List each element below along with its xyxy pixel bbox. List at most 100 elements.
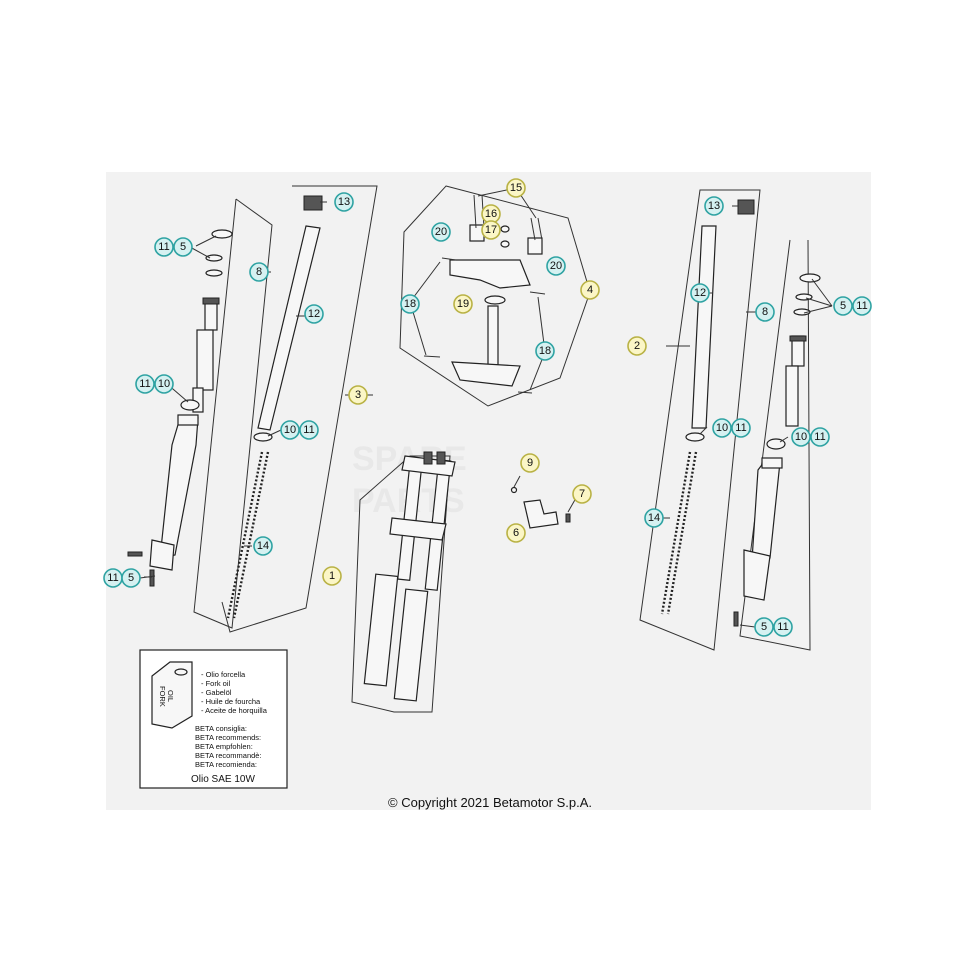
copyright-notice: © Copyright 2021 Betamotor S.p.A.: [388, 795, 592, 810]
callout-12-right: 12: [690, 283, 710, 303]
callout-20-left: 20: [431, 222, 451, 242]
legend-recommend-5: BETA recomienda:: [195, 760, 257, 769]
legend-line-1: - Olio forcella: [201, 670, 246, 679]
svg-text:11: 11: [139, 378, 150, 390]
legend-line-2: - Fork oil: [201, 679, 231, 688]
left-fork-assembly: [127, 185, 378, 633]
svg-text:8: 8: [762, 306, 768, 318]
callout-10-left-tube: 10: [280, 420, 300, 440]
svg-text:11: 11: [735, 422, 746, 434]
callout-5-right-bottom: 5: [754, 617, 774, 637]
callout-7: 7: [572, 484, 592, 504]
svg-text:11: 11: [777, 621, 788, 633]
callout-15: 15: [506, 178, 526, 198]
svg-text:2: 2: [634, 340, 640, 352]
callout-6: 6: [506, 523, 526, 543]
group-2-bracket: [639, 189, 761, 651]
svg-text:OIL: OIL: [166, 690, 175, 702]
svg-text:5: 5: [840, 300, 846, 312]
svg-text:12: 12: [694, 287, 706, 299]
callout-11-left-top: 11: [154, 237, 174, 257]
svg-text:7: 7: [579, 488, 585, 500]
svg-text:3: 3: [355, 389, 361, 401]
legend-recommend-3: BETA empfohlen:: [195, 742, 253, 751]
svg-text:13: 13: [708, 200, 720, 212]
svg-text:20: 20: [435, 226, 447, 238]
left-inner-bracket: [193, 198, 273, 629]
svg-text:20: 20: [550, 260, 562, 272]
svg-text:4: 4: [587, 284, 593, 296]
callout-2: 2: [627, 336, 647, 356]
callout-11-left-mid: 11: [135, 374, 155, 394]
svg-text:5: 5: [761, 621, 767, 633]
svg-text:19: 19: [457, 298, 469, 310]
svg-text:12: 12: [308, 308, 320, 320]
svg-text:FORK: FORK: [158, 686, 167, 707]
callout-10-right-tube: 10: [712, 418, 732, 438]
callout-19: 19: [453, 294, 473, 314]
callout-11-left-tube: 11: [299, 420, 319, 440]
legend-line-4: - Huile de fourcha: [201, 697, 261, 706]
svg-text:18: 18: [404, 298, 416, 310]
svg-text:11: 11: [814, 431, 825, 443]
callout-4: 4: [580, 280, 600, 300]
legend-line-5: - Aceite de horquilla: [201, 706, 268, 715]
svg-text:13: 13: [338, 196, 350, 208]
callout-5-right-top: 5: [833, 296, 853, 316]
callout-18-left: 18: [400, 294, 420, 314]
callout-12-left: 12: [304, 304, 324, 324]
svg-text:11: 11: [107, 572, 118, 584]
svg-text:10: 10: [716, 422, 728, 434]
svg-text:6: 6: [513, 527, 519, 539]
group-3-bracket: [221, 185, 378, 633]
callout-10-right-mid: 10: [791, 427, 811, 447]
oil-can-icon: FORK OIL: [151, 661, 193, 729]
svg-text:14: 14: [648, 512, 660, 524]
legend-oil-grade: Olio SAE 10W: [191, 774, 255, 785]
callout-13-left: 13: [334, 192, 354, 212]
callout-11-left-bottom: 11: [103, 568, 123, 588]
svg-text:10: 10: [795, 431, 807, 443]
svg-text:17: 17: [485, 224, 497, 236]
callout-1: 1: [322, 566, 342, 586]
svg-text:8: 8: [256, 266, 262, 278]
callout-10-left-mid: 10: [154, 374, 174, 394]
callout-17: 17: [481, 220, 501, 240]
callout-11-right-tube: 11: [731, 418, 751, 438]
callout-14-right: 14: [644, 508, 664, 528]
callout-14-left: 14: [253, 536, 273, 556]
svg-text:11: 11: [303, 424, 314, 436]
svg-text:9: 9: [527, 457, 533, 469]
svg-text:1: 1: [329, 570, 335, 582]
right-inner-bracket: [739, 239, 811, 651]
svg-text:16: 16: [485, 208, 497, 220]
svg-text:11: 11: [856, 300, 867, 312]
brake-hose-bracket: [510, 475, 577, 529]
callout-3: 3: [348, 385, 368, 405]
legend-recommend-4: BETA recommandè:: [195, 751, 262, 760]
svg-text:10: 10: [284, 424, 296, 436]
callout-11-right-top: 11: [852, 296, 872, 316]
legend-line-3: - Gabelöl: [201, 688, 232, 697]
callout-13-right: 13: [704, 196, 724, 216]
legend-recommend-1: BETA consiglia:: [195, 724, 247, 733]
svg-text:15: 15: [510, 182, 522, 194]
svg-text:18: 18: [539, 345, 551, 357]
right-fork-assembly: [639, 189, 821, 651]
svg-text:5: 5: [180, 241, 186, 253]
callout-5-left-top: 5: [173, 237, 193, 257]
callout-8-left: 8: [249, 262, 269, 282]
callout-18-right: 18: [535, 341, 555, 361]
steering-head-assembly: [399, 185, 591, 407]
svg-text:11: 11: [158, 241, 169, 253]
svg-text:5: 5: [128, 572, 134, 584]
callout-11-right-mid: 11: [810, 427, 830, 447]
fork-oil-legend: FORK OIL - Olio forcella - Fork oil - Ga…: [139, 649, 288, 789]
callout-11-right-bottom: 11: [773, 617, 793, 637]
callout-9: 9: [520, 453, 540, 473]
svg-text:14: 14: [257, 540, 269, 552]
callout-20-right: 20: [546, 256, 566, 276]
callout-5-left-bottom: 5: [121, 568, 141, 588]
svg-text:10: 10: [158, 378, 170, 390]
